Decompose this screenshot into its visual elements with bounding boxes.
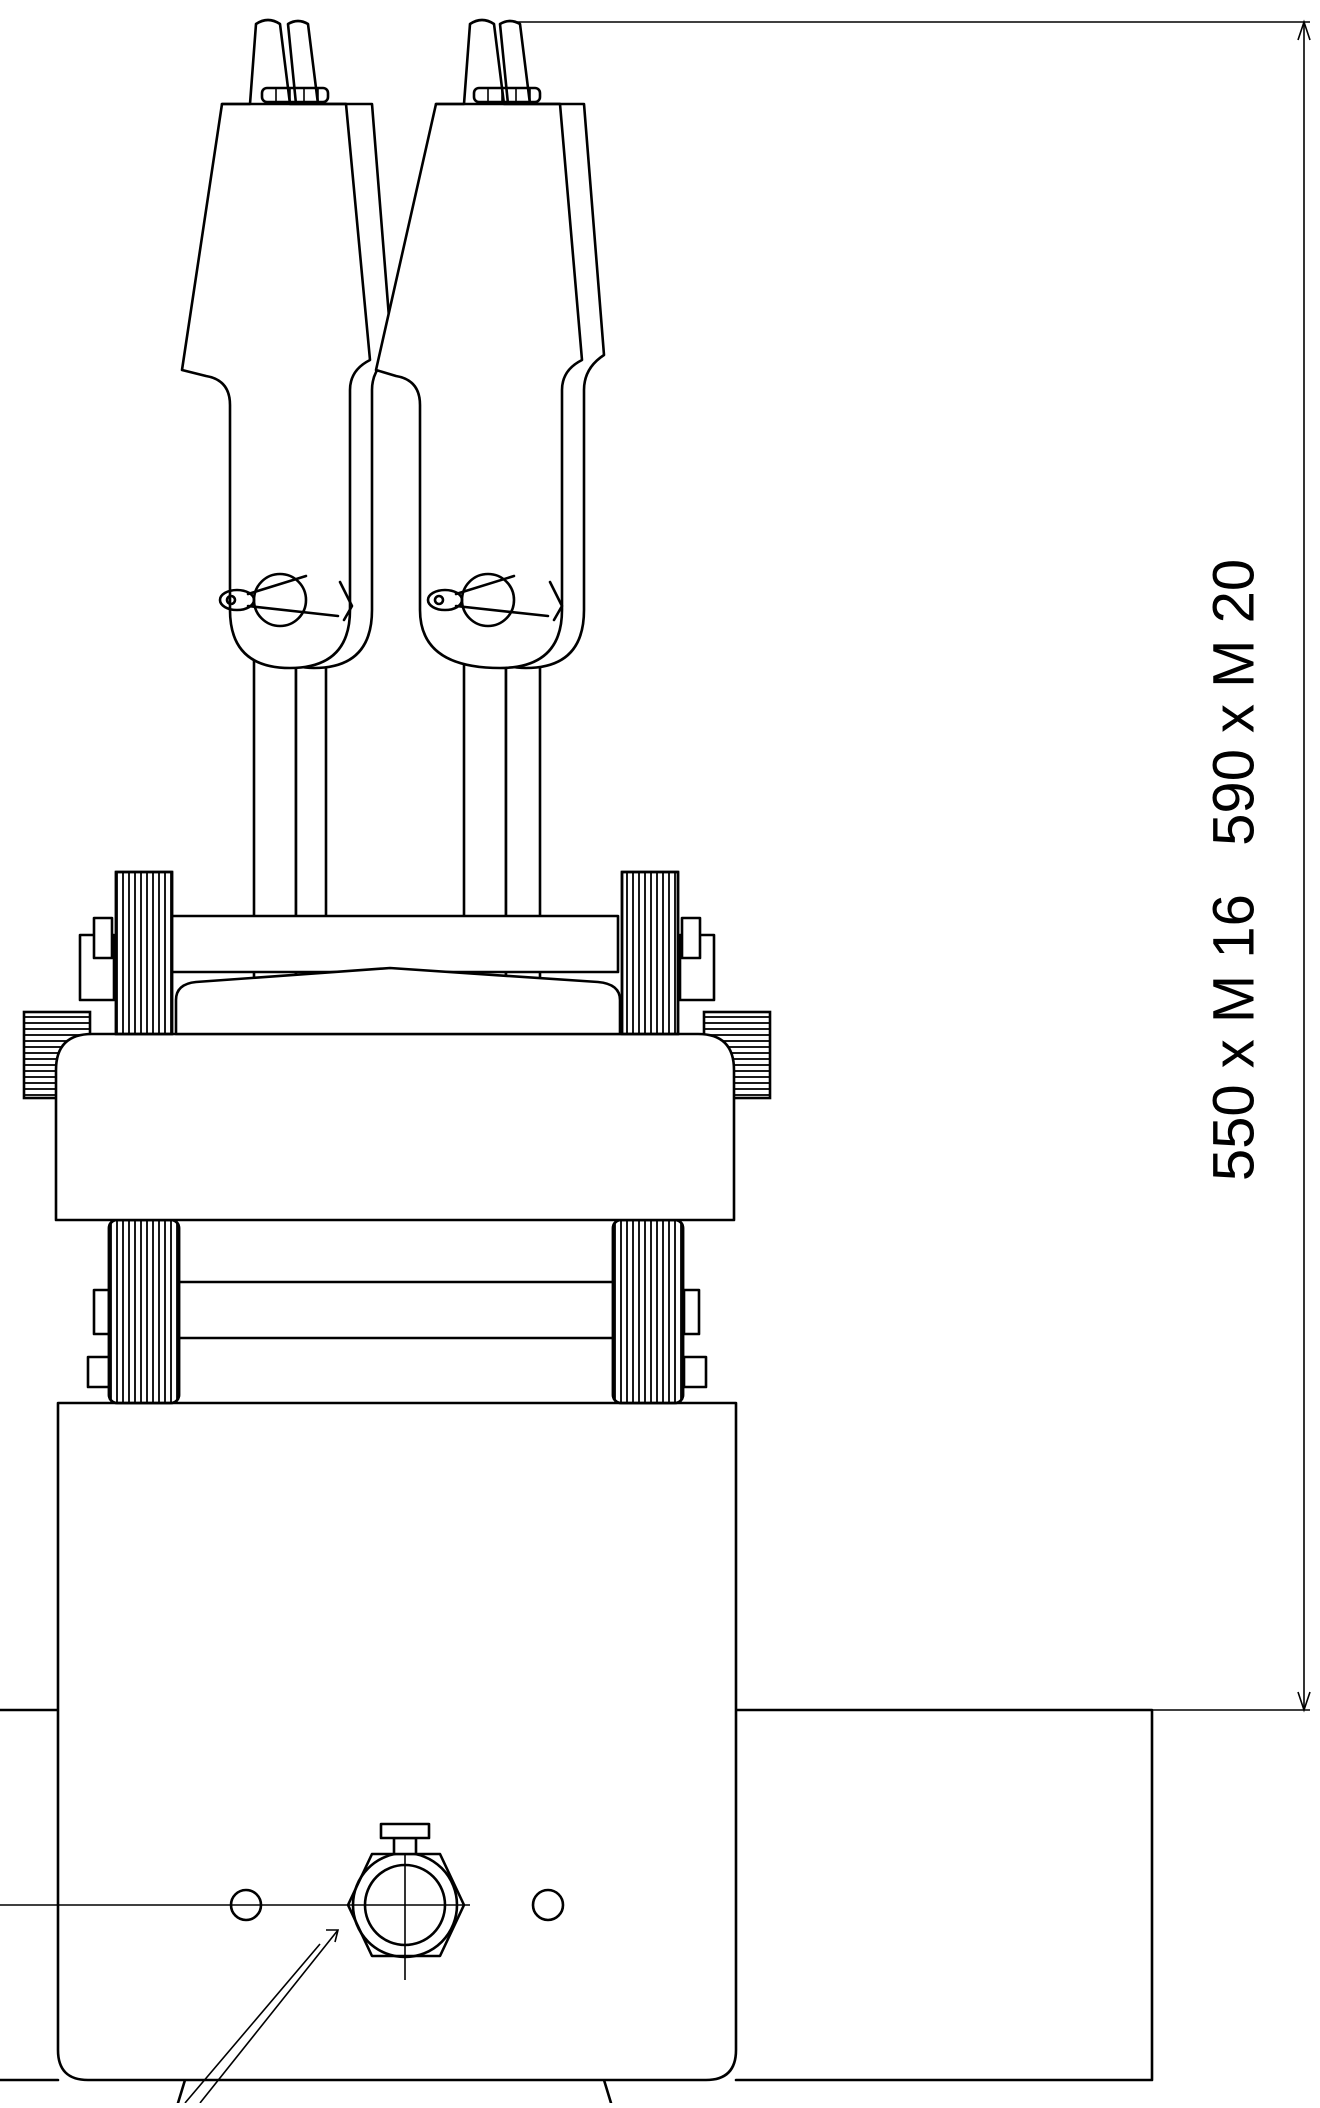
base-plate: [0, 1708, 1154, 2105]
lower-housing: [0, 1401, 738, 2104]
right-jaw-pair: [374, 18, 606, 670]
clamp-block: [22, 1010, 772, 1222]
left-jaw-pair: [180, 18, 394, 670]
dimension-lines: [505, 19, 1311, 1713]
dimension-label: 550 x M 16 590 x M 20: [1201, 559, 1266, 1181]
lower-tie-rod: [86, 1218, 708, 1405]
upper-tie-rod: [78, 656, 716, 1036]
